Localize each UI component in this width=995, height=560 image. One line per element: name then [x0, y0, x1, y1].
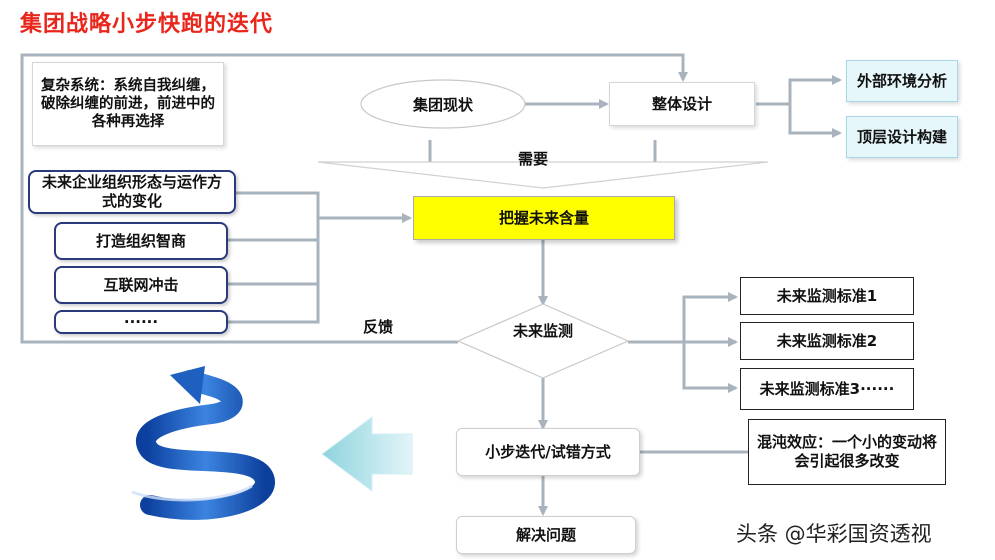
spiral-arrow-icon: [131, 366, 275, 520]
standard3-text: 未来监测标准3······: [759, 379, 895, 398]
complex-system-box: 复杂系统：系统自我纠缠，破除纠缠的前进，前进中的各种再选择: [32, 62, 224, 146]
overall-design-text: 整体设计: [651, 94, 712, 113]
standard2-text: 未来监测标准2: [776, 331, 878, 350]
future-monitor-text: 未来监测: [512, 322, 573, 340]
external-env-text: 外部环境分析: [856, 71, 947, 90]
grasp-future-text: 把握未来含量: [498, 208, 589, 227]
future-org-connector: [236, 191, 320, 218]
future-org-box: 未来企业组织形态与运作方式的变化: [28, 170, 236, 214]
feedback-loop-line: [20, 53, 688, 344]
design-to-top-line: [788, 104, 842, 138]
top-design-box: 顶层设计构建: [846, 116, 958, 158]
ellipsis-box: ······: [54, 310, 228, 334]
chaos-effect-text: 混沌效应：一个小的变动将会引起很多改变: [757, 433, 938, 470]
complex-system-text: 复杂系统：系统自我纠缠，破除纠缠的前进，前进中的各种再选择: [41, 77, 215, 131]
solve-text: 解决问题: [515, 525, 576, 544]
standard3-box: 未来监测标准3······: [740, 368, 914, 410]
standard1-text: 未来监测标准1: [776, 286, 878, 305]
need-label: 需要: [518, 150, 549, 168]
group-status-label: 集团现状: [412, 96, 473, 114]
external-env-box: 外部环境分析: [846, 60, 958, 102]
standard2-box: 未来监测标准2: [740, 322, 914, 360]
future-monitor-label: 未来监测: [503, 322, 583, 342]
org-iq-text: 打造组织智商: [95, 231, 186, 250]
feedback-label: 反馈: [363, 318, 394, 336]
internet-text: 互联网冲击: [103, 275, 179, 294]
design-to-external-line: [756, 75, 842, 106]
watermark-text: 头条 @华彩国资透视: [736, 522, 932, 546]
iteration-box: 小步迭代/试错方式: [456, 428, 640, 476]
need-funnel-shape: [317, 161, 769, 189]
page-title: 集团战略小步快跑的迭代: [20, 12, 274, 37]
monitor-to-standards-line: [628, 292, 738, 344]
monitor-to-standard3-line: [682, 342, 738, 393]
future-org-text: 未来企业组织形态与运作方式的变化: [41, 173, 222, 210]
solve-box: 解决问题: [456, 516, 636, 554]
org-iq-box: 打造组织智商: [54, 222, 228, 260]
ellipsis-connector: [228, 193, 320, 324]
overall-design-box: 整体设计: [609, 82, 755, 126]
internet-box: 互联网冲击: [54, 266, 228, 304]
standard1-box: 未来监测标准1: [740, 277, 914, 315]
future-monitor-diamond: [456, 303, 630, 379]
group-status-ellipse: [360, 79, 526, 129]
ellipsis-text: ······: [123, 312, 159, 331]
iteration-text: 小步迭代/试错方式: [485, 442, 611, 461]
connectors: [20, 53, 842, 516]
big-left-arrow: [321, 416, 413, 492]
top-design-text: 顶层设计构建: [856, 127, 947, 146]
chaos-effect-box: 混沌效应：一个小的变动将会引起很多改变: [748, 419, 946, 485]
grasp-future-box: 把握未来含量: [413, 196, 675, 240]
